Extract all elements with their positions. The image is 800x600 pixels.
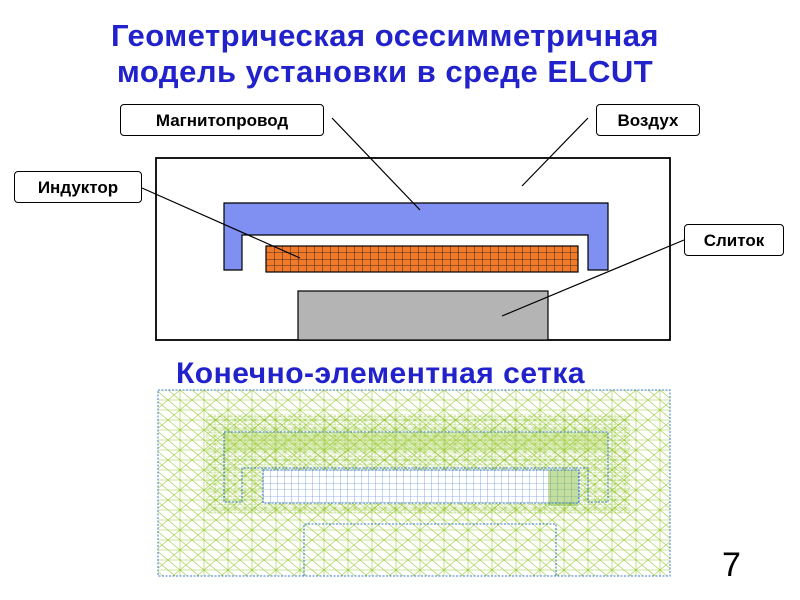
leader-line-air <box>521 117 589 187</box>
slide-title: Геометрическая осесимметричная модель ус… <box>0 18 770 90</box>
callout-ingot: Слиток <box>684 224 784 256</box>
leader-line-inductor <box>141 187 301 259</box>
inductor-coil <box>265 245 579 273</box>
magnetic-core <box>223 202 609 271</box>
fem-mesh <box>157 389 671 577</box>
slide-title-line-2: модель установки в среде ELCUT <box>116 54 654 89</box>
page-number: 7 <box>722 546 741 584</box>
mesh-title: Конечно-элементная сетка <box>176 357 586 390</box>
callout-inductor: Индуктор <box>14 171 142 203</box>
ingot <box>297 290 549 341</box>
callout-air: Воздух <box>596 104 700 136</box>
callout-magnetic-core: Магнитопровод <box>120 104 324 136</box>
leader-line-ingot <box>501 239 685 317</box>
leader-line-magnetic-core <box>331 117 421 211</box>
slide-title-line-1: Геометрическая осесимметричная <box>110 18 660 53</box>
